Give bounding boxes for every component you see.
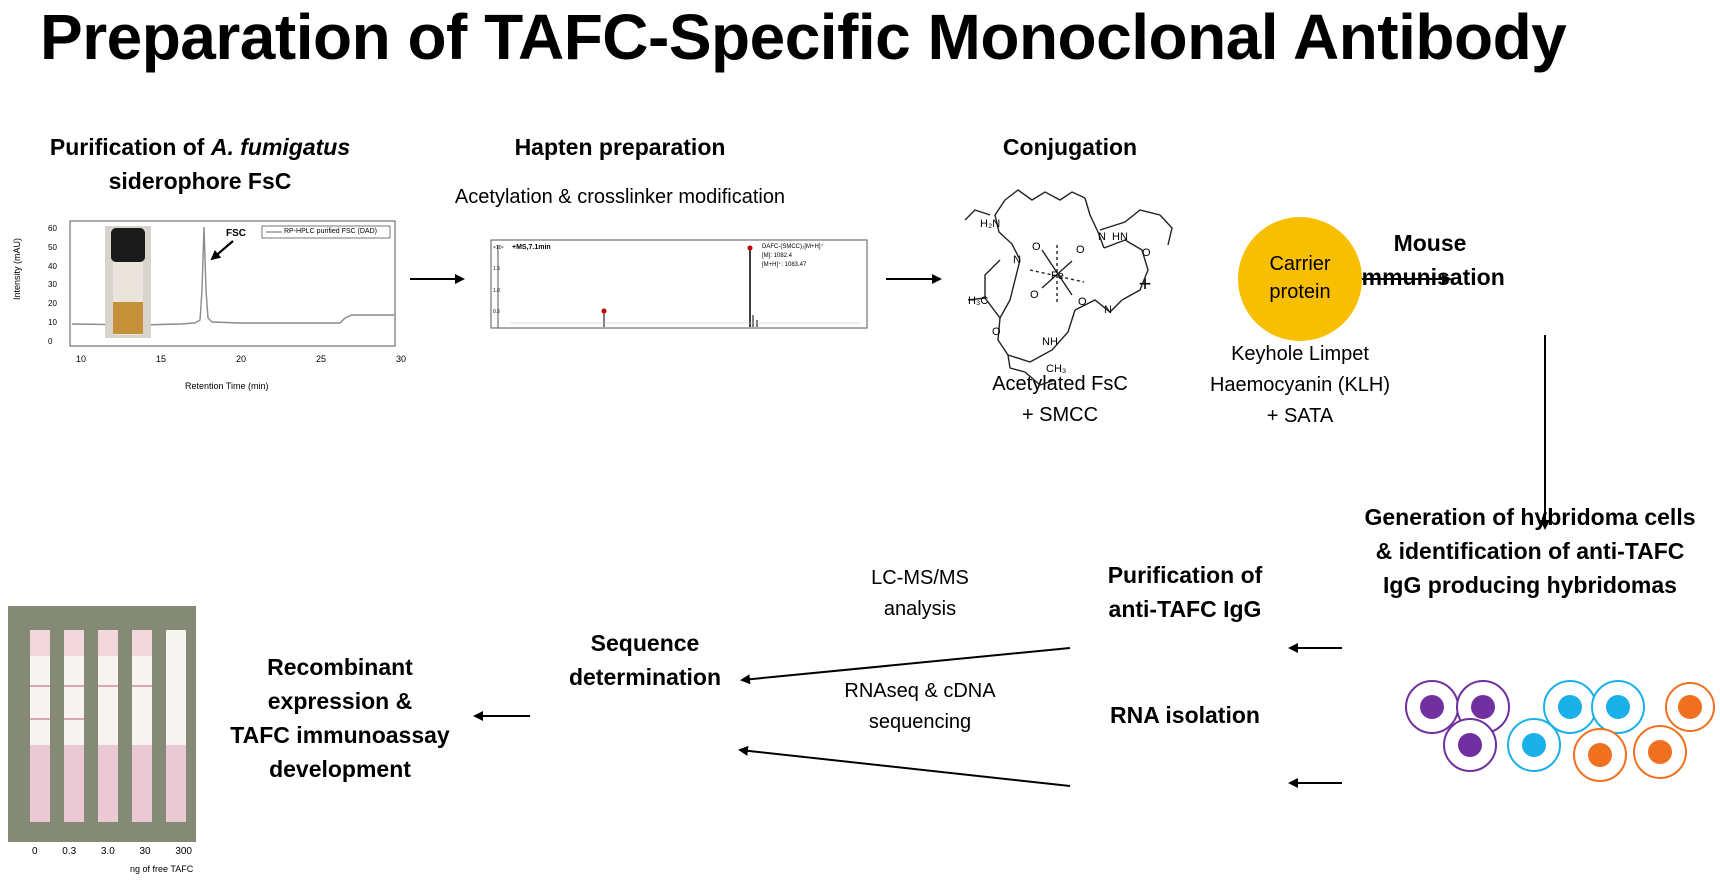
acetylated-fsc-label: Acetylated FsC+ SMCC <box>992 373 1128 426</box>
hplc-y-tick: 50 <box>48 242 57 252</box>
hplc-legend: RP-HPLC purified FSC (DAD) <box>284 228 377 235</box>
rna-isolation-heading: RNA isolation <box>1110 702 1260 728</box>
hplc-y-tick: 40 <box>48 261 57 271</box>
acetylated-fsc-structure <box>964 189 1173 386</box>
atom-n-3: N <box>1104 304 1112 316</box>
conjugation-heading: Conjugation <box>1002 134 1138 160</box>
strip-x-tick: 3.0 <box>100 846 115 857</box>
hplc-x-tick: 10 <box>76 354 87 364</box>
hplc-ylabel: Intensity (mAU) <box>12 237 22 300</box>
hplc-x-tick: 20 <box>235 354 246 364</box>
arrow-rna-to-sequence <box>738 745 1071 787</box>
strip-x-tick: 300 <box>175 846 192 857</box>
hplc-y-tick: 60 <box>48 224 57 233</box>
atom-o-6: O <box>992 326 1001 338</box>
fsc-peak-arrow <box>210 240 234 261</box>
ms-annotations: DAFC-(SMCC)₂[M+H]⁺[M]: 1082.4[M+H]⁺: 108… <box>762 244 824 268</box>
hplc-y-tick: 30 <box>48 280 57 290</box>
atom-h3c: H₃C <box>968 295 988 307</box>
atom-h2n: H₂N <box>980 218 1000 230</box>
hplc-xlabel: Retention Time (min) <box>185 381 269 391</box>
hplc-x-ticks: 10 15 20 25 30 <box>76 354 406 364</box>
atom-ch3: CH₃ <box>1046 363 1066 375</box>
hplc-x-tick: 15 <box>155 354 166 364</box>
lateral-flow-photo <box>8 606 196 842</box>
atom-o-4: O <box>1078 296 1087 308</box>
atom-hn: HN <box>1112 231 1128 243</box>
arrow-igg-to-sequence <box>740 647 1071 685</box>
hplc-chart <box>69 220 396 347</box>
hapten-subtitle: Acetylation & crosslinker modification <box>454 186 786 208</box>
hybridoma-cells <box>1405 680 1715 782</box>
purification-heading: Purification of A. fumigatus siderophore… <box>49 134 351 194</box>
hplc-y-tick: 10 <box>48 318 57 328</box>
atom-o-3: O <box>1030 289 1039 301</box>
plus-sign: + <box>1138 271 1152 296</box>
strip-x-tick: 0 <box>32 846 38 857</box>
strip-x-tick: 30 <box>139 846 151 857</box>
atom-o-2: O <box>1076 244 1085 256</box>
hplc-x-tick: 25 <box>315 354 326 364</box>
hplc-peak-label: FSC <box>226 228 246 239</box>
atom-nh: NH <box>1042 336 1058 348</box>
strips <box>30 630 186 822</box>
structure-atoms: Fe O O O O N N N H₂N HN H₃C NH CH₃ O O <box>968 218 1151 375</box>
hplc-x-tick: 30 <box>395 354 406 364</box>
atom-n-2: N <box>1013 254 1021 266</box>
hplc-y-tick: 0 <box>48 336 53 346</box>
strip-x-tick: 0.3 <box>62 846 77 857</box>
ms-y-ticks: ×10⁴ 1.5 1.0 0.5 <box>493 245 504 315</box>
hplc-y-tick: 20 <box>48 299 57 309</box>
hybridoma-heading: Generation of hybridoma cells& identific… <box>1364 504 1696 598</box>
atom-o-5: O <box>1142 247 1151 259</box>
hplc-trace <box>71 226 394 326</box>
hplc-y-ticks: 60 50 40 30 20 10 0 <box>48 224 57 346</box>
carrier-protein-circle <box>1238 217 1362 341</box>
atom-o-1: O <box>1032 241 1041 253</box>
ms-spectrum <box>490 239 868 329</box>
page-title: Preparation of TAFC-Specific Monoclonal … <box>40 1 1567 73</box>
ms-header: +MS,7.1min <box>512 244 551 251</box>
strip-xlabel: ng of free TAFC <box>130 864 194 874</box>
atom-fe: Fe <box>1051 270 1064 282</box>
hapten-heading: Hapten preparation <box>514 134 726 160</box>
strip-x-ticks: 0 0.3 3.0 30 300 <box>32 846 192 857</box>
atom-n-1: N <box>1098 231 1106 243</box>
